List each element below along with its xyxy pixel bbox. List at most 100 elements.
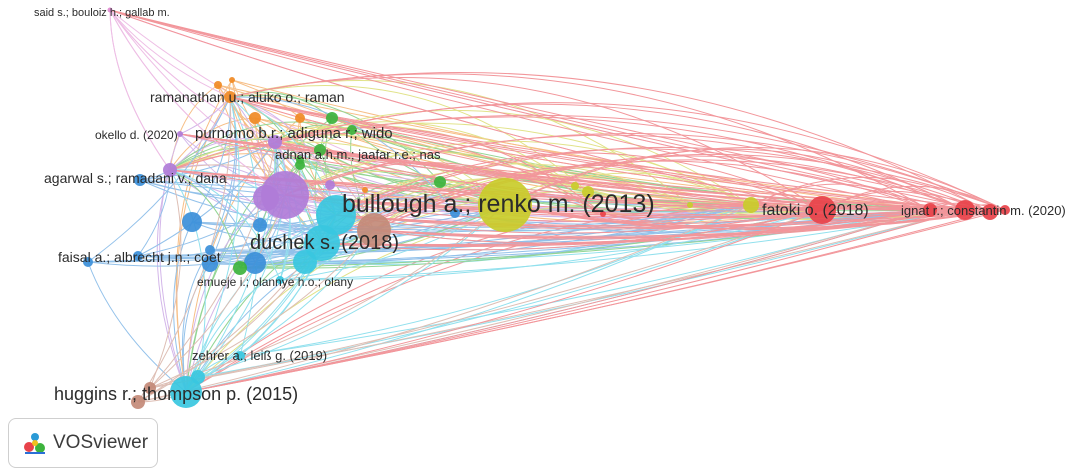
network-link	[229, 72, 991, 213]
network-node-fatoki[interactable]	[743, 197, 759, 213]
network-link	[229, 96, 306, 263]
network-link	[156, 169, 187, 393]
network-node-red-fatoki[interactable]	[808, 196, 836, 224]
network-link	[279, 204, 506, 281]
network-link	[173, 221, 193, 393]
network-node-yellow3[interactable]	[571, 182, 579, 190]
network-node-ignat[interactable]	[923, 203, 937, 217]
network-link	[149, 204, 506, 389]
network-node-yellow4[interactable]	[687, 202, 693, 208]
node-label-okello[interactable]: okello d. (2020)	[95, 128, 178, 142]
network-node-blue3[interactable]	[450, 208, 460, 218]
network-link	[274, 121, 576, 187]
network-node-ramanathan[interactable]	[224, 91, 236, 103]
node-label-duchek[interactable]: duchek s. (2018)	[250, 232, 399, 254]
network-node-purnomo[interactable]	[268, 135, 282, 149]
network-node-blue6[interactable]	[133, 251, 143, 261]
network-node-zehrer[interactable]	[235, 351, 245, 361]
network-node-blue7[interactable]	[205, 245, 215, 255]
network-node-emueje[interactable]	[276, 276, 284, 284]
network-node-red4[interactable]	[982, 204, 998, 220]
network-link	[149, 169, 182, 389]
network-link	[149, 209, 823, 389]
network-link	[185, 209, 823, 393]
node-label-emueje[interactable]: emueje i.; olannye h.o.; olany	[197, 275, 353, 289]
network-node-bullough[interactable]	[478, 178, 532, 232]
network-link	[373, 155, 966, 231]
network-node-brown1[interactable]	[357, 213, 391, 247]
network-node-brown2[interactable]	[144, 382, 156, 394]
network-node-blue5[interactable]	[202, 256, 218, 272]
node-label-purnomo[interactable]: purnomo b.r.; adiguna r.; wido	[195, 125, 393, 142]
vosviewer-logo-badge[interactable]: VOSviewer	[8, 418, 158, 468]
network-node-cyan-big[interactable]	[316, 195, 356, 235]
network-link	[274, 141, 823, 211]
network-link	[373, 153, 1006, 231]
network-node-purple4[interactable]	[253, 185, 279, 211]
network-node-green1[interactable]	[326, 112, 338, 124]
network-node-yellow2[interactable]	[582, 186, 594, 198]
network-link	[149, 209, 966, 389]
network-link	[169, 169, 281, 281]
node-label-faisal[interactable]: faisal a.; albrecht j.n.; coet	[58, 249, 221, 265]
network-node-green5[interactable]	[434, 176, 446, 188]
network-link	[284, 194, 991, 218]
network-node-cyan3[interactable]	[191, 370, 205, 384]
node-label-adnan[interactable]: adnan a.h.m.; jaafar r.e.; nas	[275, 147, 441, 162]
network-link	[109, 9, 966, 211]
node-label-agarwal[interactable]: agarwal s.; ramadani v.; dana	[44, 170, 227, 186]
network-node-orange6[interactable]	[362, 187, 368, 193]
network-link	[169, 169, 752, 210]
network-link	[139, 141, 276, 181]
network-link	[284, 134, 966, 211]
network-link	[109, 9, 991, 213]
network-node-orange4[interactable]	[249, 112, 261, 124]
network-node-faisal[interactable]	[83, 257, 93, 267]
network-node-green2[interactable]	[314, 144, 326, 156]
network-link	[504, 204, 1006, 229]
node-label-said[interactable]: said s.; bouloiz h.; gallab m.	[34, 7, 170, 19]
network-node-red2[interactable]	[600, 211, 606, 217]
network-link	[185, 261, 306, 393]
network-link	[335, 209, 931, 230]
network-node-said[interactable]	[107, 7, 113, 13]
network-node-blue4[interactable]	[244, 252, 266, 274]
network-link	[169, 117, 256, 171]
network-node-orange2[interactable]	[214, 81, 222, 89]
network-link	[229, 94, 441, 183]
network-link	[284, 194, 506, 213]
network-node-huggins[interactable]	[170, 376, 202, 408]
vosviewer-logo-icon	[24, 433, 45, 454]
network-node-red5[interactable]	[1000, 205, 1010, 215]
network-node-cyan2[interactable]	[293, 250, 317, 274]
network-link	[109, 9, 231, 98]
network-node-green4[interactable]	[347, 125, 357, 135]
network-node-brown3[interactable]	[131, 395, 145, 409]
node-label-bullough[interactable]: bullough a.; renko m. (2013)	[342, 190, 655, 218]
network-node-blue2[interactable]	[253, 218, 267, 232]
network-link	[197, 204, 506, 378]
network-link	[169, 169, 256, 264]
network-node-purple2[interactable]	[134, 174, 146, 186]
network-link	[87, 261, 187, 393]
network-node-duchek[interactable]	[304, 225, 340, 261]
network-link	[229, 84, 589, 193]
network-node-adnan[interactable]	[296, 156, 304, 164]
node-label-fatoki[interactable]: fatoki o. (2018)	[762, 202, 869, 219]
network-node-orange5[interactable]	[295, 113, 305, 123]
network-node-green6[interactable]	[233, 261, 247, 275]
network-link	[185, 197, 267, 393]
network-link	[504, 204, 991, 230]
node-label-zehrer[interactable]: zehrer a.; leiß g. (2019)	[192, 348, 327, 363]
network-node-okello[interactable]	[177, 131, 183, 137]
network-node-red3[interactable]	[955, 200, 975, 220]
node-label-ramanathan[interactable]: ramanathan u.; aluko o.; raman	[150, 89, 345, 105]
network-link	[229, 96, 456, 214]
network-node-agarwal[interactable]	[163, 163, 177, 177]
network-node-orange3[interactable]	[229, 77, 235, 83]
network-node-blue1[interactable]	[182, 212, 202, 232]
node-label-ignat[interactable]: ignat r.; constantin m. (2020)	[901, 203, 1066, 218]
network-node-purple3[interactable]	[325, 180, 335, 190]
node-label-huggins[interactable]: huggins r.; thompson p. (2015)	[54, 384, 298, 404]
